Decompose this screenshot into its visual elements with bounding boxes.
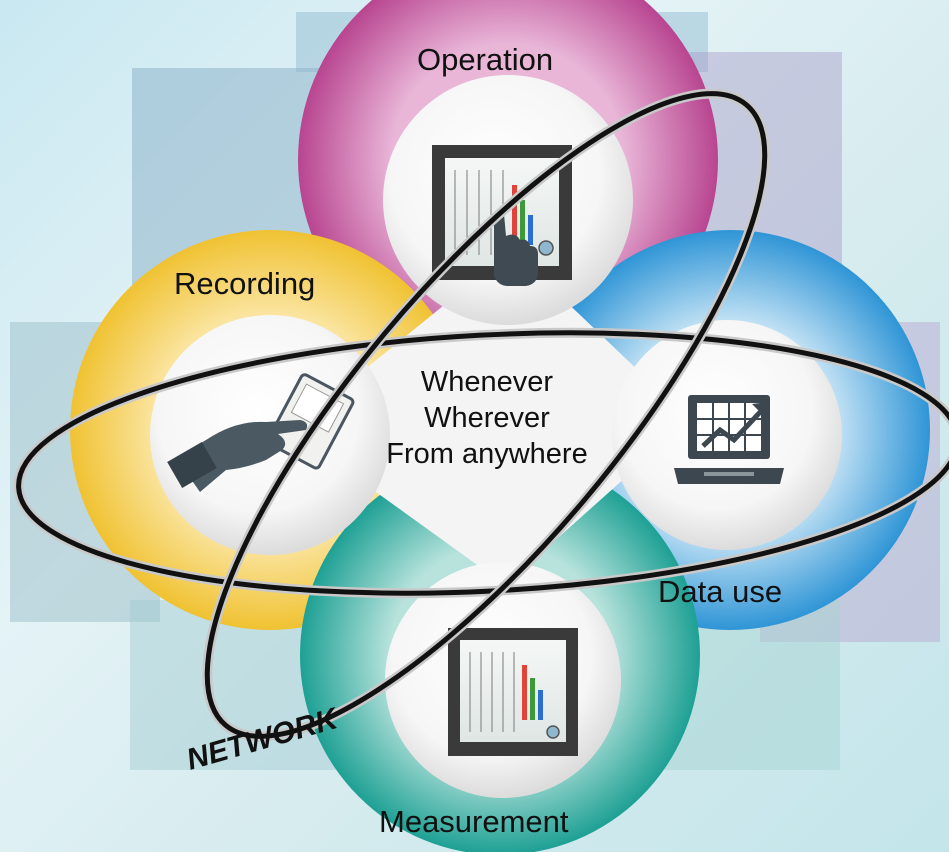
laptop-chart-icon: [674, 395, 784, 484]
data-use-label: Data use: [658, 574, 783, 609]
center-line-2: Wherever: [424, 402, 550, 434]
recorder-icon: [448, 628, 578, 756]
operation-label: Operation: [417, 42, 554, 77]
recording-label: Recording: [174, 266, 316, 301]
network-orbits: [13, 88, 949, 742]
center-line-3: From anywhere: [386, 438, 588, 470]
center-line-1: Whenever: [420, 366, 554, 398]
center-text: Whenever Wherever From anywhere: [352, 364, 622, 472]
measurement-label: Measurement: [379, 804, 569, 839]
